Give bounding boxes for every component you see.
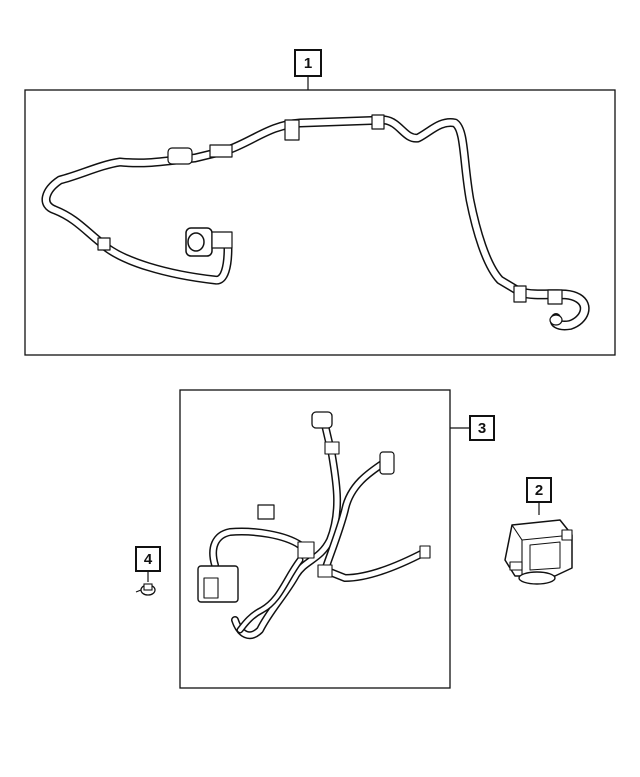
callout-4-box: [135, 546, 161, 572]
callout-4[interactable]: 4: [135, 546, 161, 582]
callout-2-label: 2: [535, 482, 543, 499]
callout-2-box: [526, 477, 552, 503]
part-1-frame: [24, 89, 616, 356]
callout-1-label: 1: [304, 55, 312, 72]
callout-3-box: [469, 415, 495, 441]
part-1-harness-drawing[interactable]: [41, 114, 590, 331]
callout-3-label: 3: [478, 420, 486, 437]
callout-3[interactable]: 3: [450, 415, 495, 441]
part-2-module-drawing[interactable]: [504, 519, 573, 585]
part-3-harness-drawing[interactable]: [197, 411, 431, 640]
callout-1[interactable]: 1: [294, 49, 322, 90]
part-3-frame: [179, 389, 451, 689]
callout-4-label: 4: [144, 551, 153, 568]
part-4-fastener-drawing[interactable]: [135, 583, 156, 596]
callout-2[interactable]: 2: [526, 477, 552, 515]
